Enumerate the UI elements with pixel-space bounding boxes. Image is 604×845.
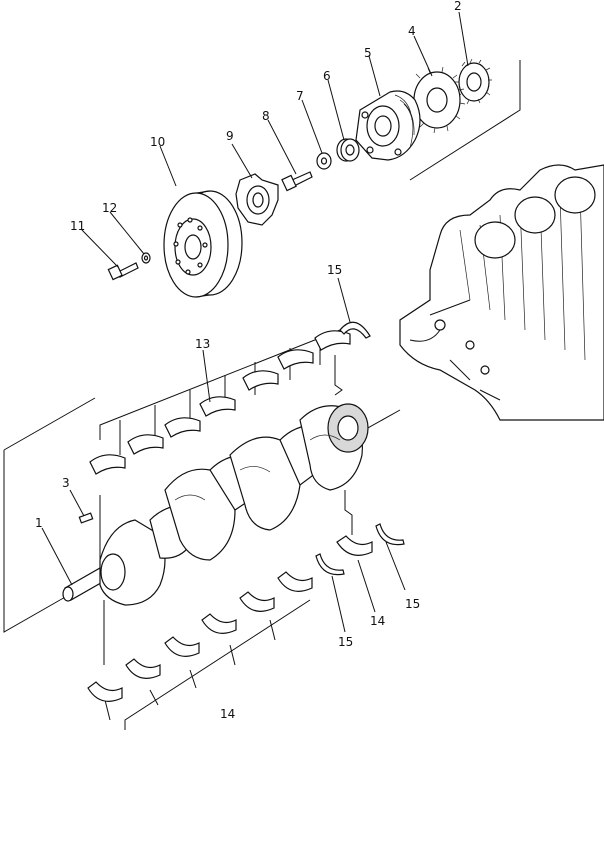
bracket-lower-bearings	[104, 599, 311, 730]
engine-block	[399, 164, 604, 421]
label-part-3: 3	[62, 476, 70, 490]
crankshaft	[59, 403, 401, 606]
label-part-9: 9	[226, 129, 234, 143]
label-part-15-mid: 15	[338, 635, 353, 649]
label-part-15-right: 15	[405, 597, 420, 611]
bolt-small	[107, 262, 139, 281]
lower-connector	[344, 490, 353, 535]
label-part-8: 8	[262, 109, 270, 123]
crank-pointer-lines	[99, 495, 105, 665]
label-part-14-right: 14	[370, 614, 385, 628]
gear-large	[408, 66, 466, 134]
label-part-6: 6	[323, 69, 331, 83]
gear-housing	[355, 90, 421, 161]
label-part-13: 13	[195, 337, 210, 351]
label-part-12: 12	[102, 201, 117, 215]
label-part-7: 7	[296, 89, 304, 103]
washer	[316, 152, 332, 170]
gear-small	[455, 58, 492, 105]
label-part-1: 1	[35, 516, 43, 530]
thrust-washer-connector	[334, 355, 343, 396]
label-part-15-top: 15	[327, 263, 342, 277]
bearing	[336, 138, 360, 162]
upper-bearing-shells	[89, 330, 351, 475]
bracket-gear-train	[409, 60, 521, 181]
label-part-10: 10	[150, 135, 165, 149]
label-part-11: 11	[70, 219, 85, 233]
washer-small	[141, 252, 151, 264]
label-part-4: 4	[408, 24, 416, 38]
key	[78, 512, 94, 524]
label-part-5: 5	[364, 46, 372, 60]
pulley	[163, 190, 243, 298]
hub	[235, 173, 279, 226]
left-frame	[3, 397, 96, 633]
lower-thrust-washers	[315, 523, 405, 576]
label-part-14-bottom: 14	[220, 707, 235, 721]
upper-thrust-washer	[339, 321, 371, 339]
leader-lines	[41, 11, 469, 633]
label-part-2: 2	[454, 0, 462, 13]
lower-bearing-shells	[87, 535, 373, 702]
bolt	[281, 171, 313, 192]
